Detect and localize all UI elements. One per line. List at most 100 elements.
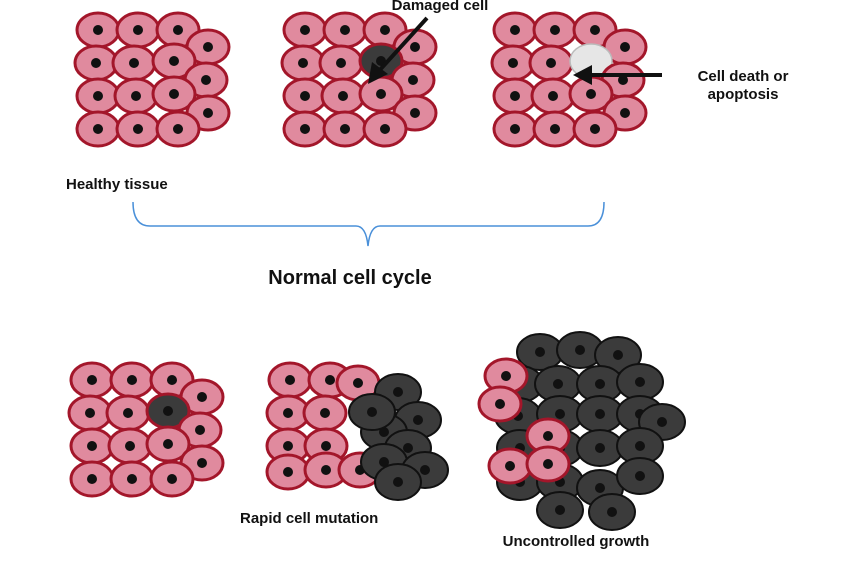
cell-nucleus xyxy=(336,58,346,68)
cell-nucleus xyxy=(413,415,423,425)
healthy-cell xyxy=(109,361,155,399)
cell-nucleus xyxy=(495,399,505,409)
damaged-cell xyxy=(358,42,404,80)
cell-nucleus xyxy=(635,441,645,451)
cell-nucleus xyxy=(657,417,667,427)
healthy-cell xyxy=(155,110,201,148)
healthy-cell xyxy=(492,11,538,49)
healthy-cell xyxy=(487,447,533,485)
normal-cycle-bracket xyxy=(132,201,605,247)
cell-nucleus xyxy=(125,441,135,451)
cell-nucleus xyxy=(300,124,310,134)
cell-nucleus xyxy=(340,124,350,134)
cell-nucleus xyxy=(195,425,205,435)
healthy-cell xyxy=(149,460,195,498)
healthy-cell xyxy=(69,427,115,465)
cell-nucleus xyxy=(620,42,630,52)
cell-nucleus xyxy=(123,408,133,418)
cell-nucleus xyxy=(510,25,520,35)
cell-nucleus xyxy=(393,477,403,487)
healthy-cell xyxy=(492,77,538,115)
cell-nucleus xyxy=(420,465,430,475)
normal-cell-cycle-title: Normal cell cycle xyxy=(268,267,432,289)
cell-nucleus xyxy=(197,392,207,402)
cell-nucleus xyxy=(410,42,420,52)
cell-nucleus xyxy=(510,124,520,134)
cell-nucleus xyxy=(85,408,95,418)
healthy-cell xyxy=(282,11,328,49)
cell-nucleus xyxy=(535,347,545,357)
cell-nucleus xyxy=(93,25,103,35)
cell-nucleus xyxy=(127,474,137,484)
cell-nucleus xyxy=(163,439,173,449)
cancer-cell xyxy=(616,457,664,495)
cell-nucleus xyxy=(320,408,330,418)
cancer-cell xyxy=(536,491,584,529)
cell-nucleus xyxy=(510,91,520,101)
cancer-cell xyxy=(588,493,636,531)
cell-nucleus xyxy=(555,409,565,419)
healthy-cell xyxy=(525,445,571,483)
cell-nucleus xyxy=(367,407,377,417)
cancer-cell xyxy=(576,429,624,467)
cell-nucleus xyxy=(321,465,331,475)
cell-nucleus xyxy=(618,75,628,85)
cell-nucleus xyxy=(93,91,103,101)
cell-nucleus xyxy=(325,375,335,385)
cell-nucleus xyxy=(555,505,565,515)
cell-nucleus xyxy=(550,25,560,35)
cell-nucleus xyxy=(553,379,563,389)
cell-nucleus xyxy=(283,467,293,477)
cell-nucleus xyxy=(87,375,97,385)
cell-nucleus xyxy=(338,91,348,101)
cell-nucleus xyxy=(300,91,310,101)
cell-nucleus xyxy=(613,350,623,360)
healthy-cell xyxy=(322,11,368,49)
cell-nucleus xyxy=(201,75,211,85)
cell-nucleus xyxy=(595,379,605,389)
cell-nucleus xyxy=(300,25,310,35)
cancer-cell xyxy=(516,333,564,371)
healthy-cell xyxy=(267,361,313,399)
healthy-cell xyxy=(530,77,576,115)
cell-death-arrowhead xyxy=(573,65,592,85)
healthy-cell xyxy=(75,77,121,115)
cell-nucleus xyxy=(91,58,101,68)
healthy-cell xyxy=(265,453,311,491)
healthy-cell xyxy=(109,460,155,498)
healthy-cell xyxy=(532,110,578,148)
cell-nucleus xyxy=(167,474,177,484)
cell-nucleus xyxy=(173,124,183,134)
cell-nucleus xyxy=(393,387,403,397)
cell-nucleus xyxy=(550,124,560,134)
uncontrolled-growth-label: Uncontrolled growth xyxy=(502,533,650,550)
cell-nucleus xyxy=(167,375,177,385)
cell-nucleus xyxy=(501,371,511,381)
cell-nucleus xyxy=(575,345,585,355)
cell-nucleus xyxy=(379,457,389,467)
healthy-cell xyxy=(75,110,121,148)
cell-nucleus xyxy=(505,461,515,471)
cell-nucleus xyxy=(133,25,143,35)
cell-nucleus xyxy=(607,507,617,517)
healthy-cell xyxy=(532,11,578,49)
cancer-cell xyxy=(374,463,422,501)
healthy-cell xyxy=(490,44,536,82)
healthy-cell xyxy=(282,77,328,115)
cell-nucleus xyxy=(87,441,97,451)
healthy-tissue-label: Healthy tissue xyxy=(66,176,168,193)
cell-nucleus xyxy=(543,459,553,469)
cell-nucleus xyxy=(408,75,418,85)
cell-nucleus xyxy=(283,408,293,418)
cell-nucleus xyxy=(590,124,600,134)
healthy-cell xyxy=(528,44,574,82)
healthy-cell xyxy=(69,460,115,498)
cell-nucleus xyxy=(635,471,645,481)
damaged-cell-label: Damaged cell xyxy=(391,0,489,14)
cell-nucleus xyxy=(87,474,97,484)
cell-nucleus xyxy=(169,56,179,66)
cell-nucleus xyxy=(508,58,518,68)
cell-nucleus xyxy=(590,25,600,35)
cell-nucleus xyxy=(546,58,556,68)
